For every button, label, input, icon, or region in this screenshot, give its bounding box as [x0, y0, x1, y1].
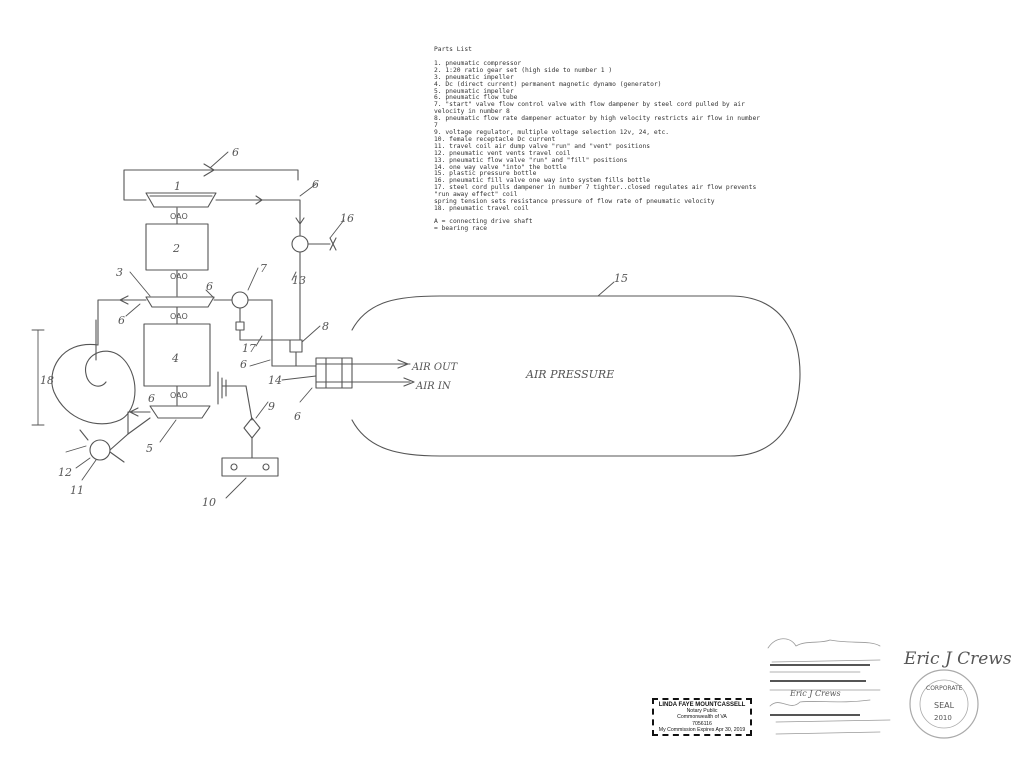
callout-7: 7: [260, 262, 267, 275]
callout-17: 17: [242, 342, 256, 355]
callout-5: 5: [146, 442, 153, 455]
callout-13: 13: [292, 274, 306, 287]
flow-tube-left: [97, 299, 147, 346]
flow-tube-right: [215, 199, 301, 237]
parts-list-item: 3. pneumatic impeller: [434, 73, 514, 81]
notary-role: Notary Public: [686, 708, 718, 715]
callout-15: 15: [614, 272, 628, 285]
parts-legend-line: = bearing race: [434, 224, 488, 232]
callout-6: 6: [148, 392, 155, 405]
parts-list-item: 12. pneumatic vent vents travel coil: [434, 149, 571, 157]
dc-receptacle-10: [221, 457, 279, 477]
voltage-regulator-9: [243, 417, 261, 439]
parts-list-item: 1. pneumatic compressor: [434, 59, 522, 67]
callout-1: 1: [174, 180, 181, 193]
parts-list-item: 8. pneumatic flow rate dampener actuator…: [434, 115, 761, 130]
air-dump-valve-11: [89, 439, 111, 461]
notary-region: Commonwealth of VA: [677, 714, 727, 721]
bottle-connector-14: [315, 357, 415, 389]
parts-legend-line: A = connecting drive shaft: [434, 217, 533, 225]
fill-valve-16: [291, 235, 309, 253]
callout-6: 6: [206, 280, 213, 293]
callout-10: 10: [202, 496, 216, 509]
parts-list-item: 10. female receptacle Dc current: [434, 135, 556, 143]
callout-18: 18: [40, 374, 54, 387]
parts-list-item: 7. "start" valve flow control valve with…: [434, 101, 745, 116]
parts-list-item: 11. travel coil air dump valve "run" and…: [434, 142, 651, 150]
parts-list-item: 13. pneumatic flow valve "run" and "fill…: [434, 156, 628, 164]
parts-list-title: Parts List: [434, 46, 472, 53]
callout-2: 2: [172, 242, 180, 255]
callout-6: 6: [240, 358, 247, 371]
shaft-mark: OAO: [170, 272, 188, 281]
callout-16: 16: [340, 212, 354, 225]
shaft-mark: OAO: [170, 212, 188, 221]
corporate-seal: CORPORATE SEAL 2010: [909, 669, 979, 739]
parts-list-item: 18. pneumatic travel coil: [434, 204, 529, 212]
parts-list-item: 2. 1:20 ratio gear set (high side to num…: [434, 66, 613, 74]
notary-reg: 7056116: [692, 720, 712, 727]
shaft-marks: OAO OAO OAO OAO: [170, 212, 188, 400]
pressure-bottle-15: [351, 295, 801, 457]
notary-block: [767, 638, 891, 735]
parts-list-item: 16. pneumatic fill valve one way into sy…: [434, 177, 651, 185]
air-out-label: AIR OUT: [411, 362, 459, 373]
inventor-signature: Eric J Crews: [903, 649, 1012, 669]
parts-list-item: 6. pneumatic flow tube: [434, 94, 518, 102]
compressor-1: [145, 192, 217, 208]
parts-list-item: 4. Dc (direct current) permanent magneti…: [434, 80, 662, 88]
start-valve-7: [231, 291, 249, 309]
notary-name: LINDA FAYE MOUNTCASSELL: [658, 702, 746, 708]
impeller-3: [145, 296, 215, 308]
callout-6: 6: [312, 178, 319, 191]
callout-8: 8: [322, 320, 329, 333]
bottle-label: AIR PRESSURE: [525, 368, 614, 381]
notary-small-signature: Eric J Crews: [789, 689, 841, 698]
parts-list-item: 14. one way valve "into" the bottle: [434, 163, 567, 171]
notary-stamp: LINDA FAYE MOUNTCASSELL Notary Public Co…: [652, 698, 752, 736]
parts-list-item: 17. steel cord pulls dampener in number …: [434, 184, 757, 199]
seal-top: CORPORATE: [926, 685, 963, 692]
parts-list-item: 15. plastic pressure bottle: [434, 170, 537, 178]
callout-4: 4: [171, 352, 179, 365]
callout-9: 9: [268, 400, 275, 413]
parts-legend: A = connecting drive shaft = bearing rac…: [434, 217, 764, 233]
callout-6: 6: [294, 410, 301, 423]
callout-6: 6: [118, 314, 125, 327]
seal-mid: SEAL: [934, 701, 955, 710]
flow-tube-top: [123, 169, 299, 201]
air-in-label: AIR IN: [415, 381, 452, 392]
callout-11: 11: [70, 484, 84, 497]
callout-12: 12: [58, 466, 72, 479]
shaft-mark: OAO: [170, 312, 188, 321]
parts-list-item: 5. pneumatic impeller: [434, 87, 514, 95]
notary-expires: My Commission Expires Apr 30, 2019: [658, 726, 746, 733]
travel-coil-18: [51, 319, 136, 425]
callout-6: 6: [232, 146, 239, 159]
seal-year: 2010: [934, 714, 952, 722]
notary-fine-print: [770, 664, 870, 716]
shaft-mark: OAO: [170, 391, 188, 400]
callout-14: 14: [268, 374, 282, 387]
dampener-8: [289, 339, 303, 353]
parts-list-item: 9. voltage regulator, multiple voltage s…: [434, 128, 670, 136]
parts-list-item: spring tension sets resistance pressure …: [434, 198, 715, 206]
impeller-5: [149, 405, 211, 419]
callout-3: 3: [116, 266, 123, 279]
